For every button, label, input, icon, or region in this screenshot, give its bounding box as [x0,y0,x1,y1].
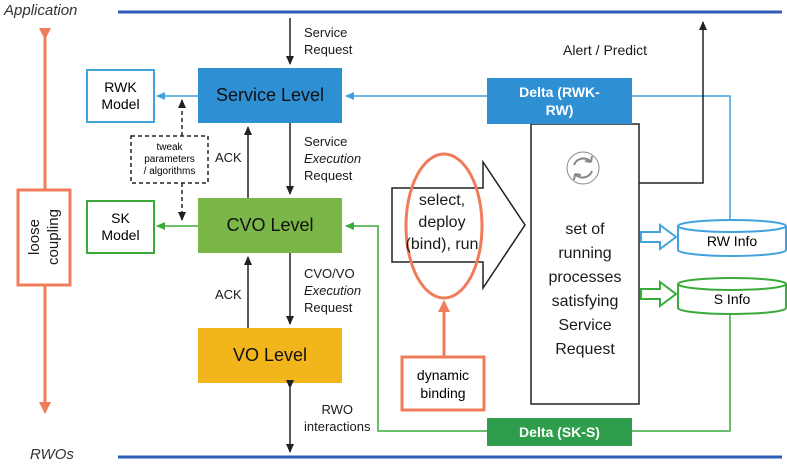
service-exec-line-3: Request [304,168,353,183]
rwo-interactions-label: RWO interactions [304,401,370,435]
rwo-interactions-line-2: interactions [304,419,371,434]
delta-sk-label: Delta (SK-S) [519,424,600,440]
cvo-exec-line-2: Execution [304,283,362,298]
sk-model-line-1: SK [111,210,130,226]
rw-info-cylinder [677,219,787,257]
tweak-line-3: / algorithms [143,165,196,177]
delta-rwk-box [487,78,632,124]
alert-predict-arrow [639,21,707,184]
ack-label-lower: ACK [215,287,242,302]
s-info-hollow-arrow [640,280,678,308]
rw-info-hollow-arrow [640,223,678,251]
running-line-1: set of [565,221,605,238]
sk-model-line-2: Model [101,227,140,243]
rwo-interactions-line-1: RWO [321,402,354,417]
loose-coupling-label: loose coupling [26,209,62,265]
dynamic-binding-line-2: binding [420,384,466,401]
select-line-1: select, [418,192,466,209]
delta-rwk-label: Delta (RWK- RW) [487,78,632,124]
tweak-box [130,135,209,184]
select-deploy-arrow [391,159,526,291]
tweak-label: tweak parameters / algorithms [131,136,208,183]
alert-predict-label: Alert / Predict [563,42,648,58]
tweak-line-2: parameters [144,153,195,165]
rwos-layer-label: RWOs [30,446,74,463]
ack-label-upper: ACK [215,150,242,165]
running-line-6: Request [555,341,615,358]
service-request-label: Service Request [304,24,352,58]
service-level-label: Service Level [215,85,325,105]
coupling-box [16,188,72,287]
service-request-line-2: Request [304,42,353,57]
rwk-model-box [86,69,155,123]
dynamic-binding-line-1: dynamic [416,366,470,383]
rwk-model-line-2: Model [101,96,140,112]
delta-rwk-line-1: Delta (RWK- [519,84,600,100]
cvo-level-label: CVO Level [226,215,314,235]
running-line-3: processes [548,269,622,286]
cvo-exec-label: CVO/VO Execution Request [304,265,361,316]
s-info-to-delta-line [632,310,731,432]
cvo-exec-line-3: Request [304,300,353,315]
select-line-2: deploy [418,214,466,231]
delta-sk-box [487,418,632,446]
rw-info-label: RW Info [706,233,758,249]
sk-model-box [86,200,155,254]
tweak-line-1: tweak [156,141,183,153]
service-exec-line-1: Service [304,134,348,149]
delta-rwk-line-2: RW) [545,102,574,118]
vo-level-label: VO Level [232,345,308,365]
refresh-cycle-icon [566,151,600,185]
rwk-model-line-1: RWK [104,79,137,95]
s-info-cylinder [677,277,787,315]
service-request-line-1: Service [304,25,348,40]
sk-model-label: SK Model [87,201,154,253]
running-line-5: Service [558,317,612,334]
s-info-label: S Info [713,291,751,307]
select-line-3: (bind), run [405,236,479,253]
running-line-4: satisfying [551,293,619,310]
vo-level-box [198,328,342,383]
delta-sk-to-cvo-arrow [345,222,487,432]
dynamic-binding-label: dynamic binding [402,357,484,410]
rw-info-to-delta-line [632,95,731,222]
service-exec-line-2: Execution [304,151,362,166]
select-deploy-label: select, deploy (bind), run [400,190,484,256]
dynamic-binding-ellipse [404,152,484,300]
service-level-box [198,68,342,123]
cvo-level-box [198,198,342,253]
running-processes-label: set of running processes satisfying Serv… [531,218,639,362]
service-exec-label: Service Execution Request [304,133,361,184]
dynamic-binding-box [400,355,486,412]
rwk-model-label: RWK Model [87,70,154,122]
application-layer-label: Application [4,2,78,19]
running-line-2: running [558,245,612,262]
cvo-exec-line-1: CVO/VO [304,266,355,281]
